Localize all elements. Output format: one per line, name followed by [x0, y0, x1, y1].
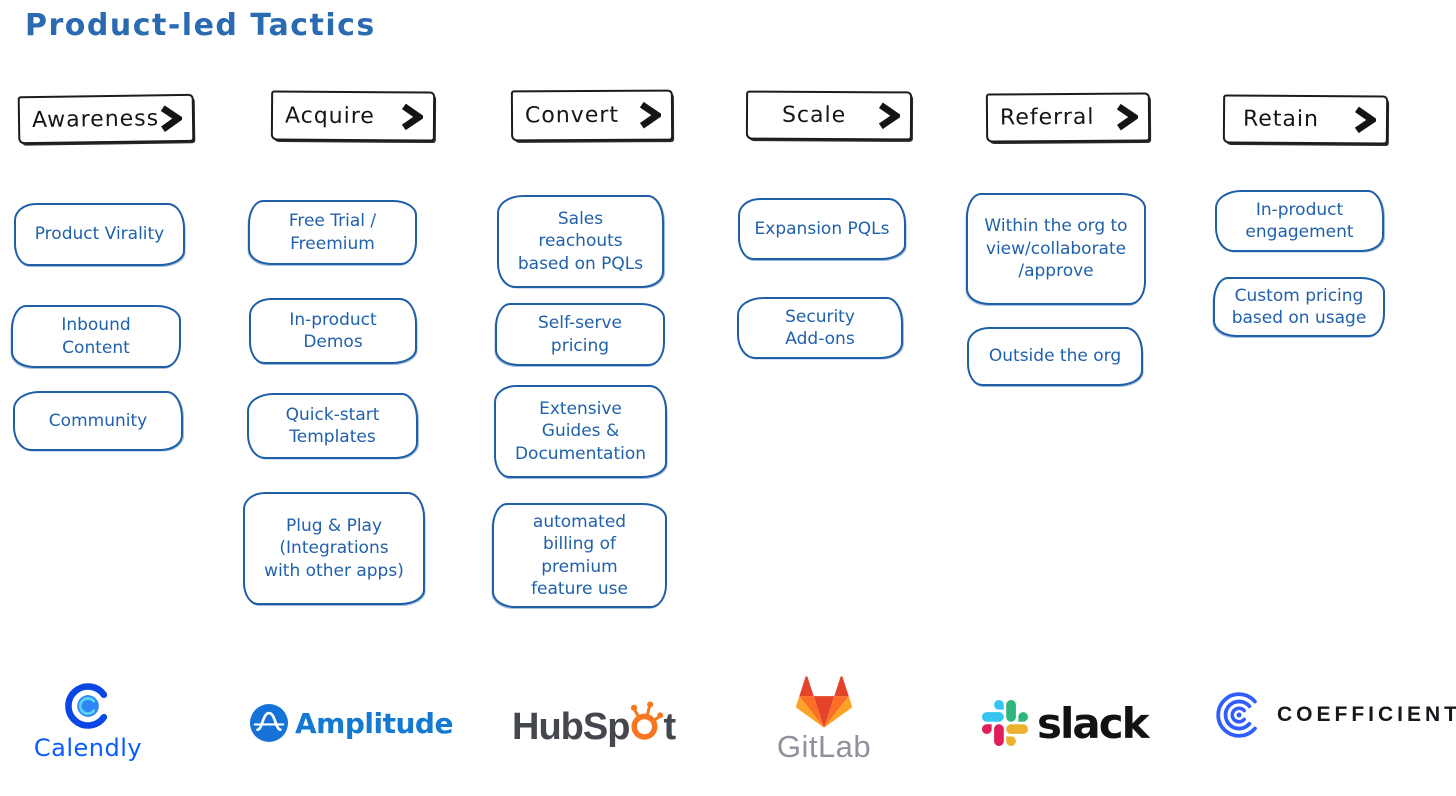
gitlab-wordmark: GitLab: [776, 729, 872, 764]
tactic-custom-pricing: Custom pricing based on usage: [1213, 277, 1385, 337]
stage-header-retain: Retain: [1222, 94, 1389, 145]
chevron-right-icon: [160, 104, 183, 132]
gitlab-tanuki-icon: [796, 676, 852, 728]
logo-calendly: Calendly: [33, 680, 143, 762]
slack-icon: [982, 700, 1028, 746]
stage-header-convert: Convert: [510, 89, 674, 142]
logo-coefficient: COEFFICIENT: [1214, 690, 1456, 740]
hubspot-wordmark-pre: HubSp: [512, 706, 630, 748]
calendly-wordmark: Calendly: [33, 734, 143, 762]
logo-hubspot: HubSp t: [512, 700, 676, 748]
tactic-inbound-content: Inbound Content: [11, 305, 181, 368]
tactic-within-the-org: Within the org to view/collaborate /appr…: [966, 193, 1146, 305]
tactic-community: Community: [13, 391, 183, 451]
logo-gitlab: GitLab: [772, 676, 876, 765]
tactic-product-virality: Product Virality: [14, 203, 185, 266]
page-title: Product-led Tactics: [25, 8, 376, 43]
stage-label-retain: Retain: [1242, 106, 1320, 133]
tactic-in-product-engagement: In-product engagement: [1215, 190, 1384, 252]
chevron-right-icon: [1354, 106, 1377, 134]
stage-label-acquire: Acquire: [284, 103, 375, 129]
stage-header-referral: Referral: [985, 92, 1151, 143]
logo-amplitude: Amplitude: [250, 703, 453, 743]
chevron-right-icon: [1116, 103, 1139, 131]
stage-label-referral: Referral: [999, 104, 1095, 131]
tactic-self-serve-pricing: Self-serve pricing: [495, 303, 665, 366]
tactic-outside-the-org: Outside the org: [967, 327, 1143, 386]
stage-header-scale: Scale: [745, 90, 913, 141]
slack-wordmark: slack: [1037, 698, 1150, 748]
tactic-plug-and-play: Plug & Play (Integrations with other app…: [243, 492, 425, 605]
stage-label-scale: Scale: [781, 102, 847, 129]
chevron-right-icon: [639, 101, 662, 129]
tactic-sales-reachouts: Sales reachouts based on PQLs: [497, 195, 664, 288]
hubspot-sprocket-icon: [631, 701, 664, 740]
amplitude-wordmark: Amplitude: [295, 706, 453, 740]
tactic-expansion-pqls: Expansion PQLs: [738, 198, 906, 260]
stage-label-convert: Convert: [524, 102, 620, 129]
stage-header-awareness: Awareness: [17, 93, 195, 145]
amplitude-icon: [250, 704, 288, 742]
stage-label-awareness: Awareness: [31, 105, 160, 133]
tactic-in-product-demos: In-product Demos: [249, 298, 417, 364]
tactic-security-add-ons: Security Add-ons: [737, 297, 903, 359]
hubspot-wordmark-post: t: [663, 706, 676, 748]
chevron-right-icon: [401, 103, 424, 130]
coefficient-wordmark: COEFFICIENT: [1277, 703, 1456, 726]
tactic-free-trial-freemium: Free Trial / Freemium: [248, 200, 417, 265]
coefficient-icon: [1216, 692, 1257, 738]
tactic-guides-documentation: Extensive Guides & Documentation: [494, 385, 667, 478]
calendly-icon: [65, 683, 108, 729]
tactic-automated-billing: automated billing of premium feature use: [492, 503, 667, 608]
chevron-right-icon: [878, 102, 901, 130]
tactic-quick-start-templates: Quick-start Templates: [247, 393, 418, 459]
stage-header-acquire: Acquire: [270, 90, 436, 142]
logo-slack: slack: [982, 698, 1150, 748]
